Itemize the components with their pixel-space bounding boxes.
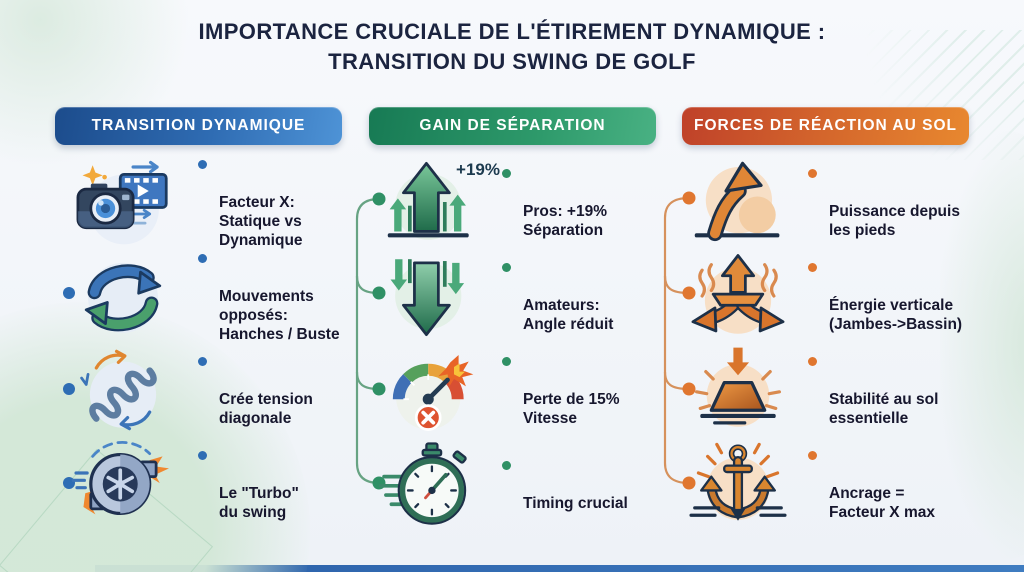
item-text-block: Amateurs: Angle réduit xyxy=(502,258,613,334)
bullet-dot xyxy=(808,169,817,178)
icon-wrap xyxy=(48,438,198,530)
bullet-dot xyxy=(502,460,511,470)
list-item: Stabilité au sol essentielle xyxy=(668,343,998,437)
column-header-gain-de-separation: GAIN DE SÉPARATION xyxy=(369,107,656,145)
item-text-block: Énergie verticale (Jambes->Bassin) xyxy=(808,258,962,334)
item-text-block: Stabilité au sol essentielle xyxy=(808,352,938,428)
speedometer-error-icon xyxy=(392,355,474,431)
bullet-dot xyxy=(808,263,817,272)
icon-wrap xyxy=(668,156,808,248)
column-header-transition-dynamique: TRANSITION DYNAMIQUE xyxy=(55,107,342,145)
decline-arrows-down-icon xyxy=(390,259,465,337)
list-item: Amateurs: Angle réduit xyxy=(360,249,660,343)
icon-wrap xyxy=(360,250,502,342)
bullet-dot xyxy=(198,451,207,460)
bullet-dot xyxy=(502,169,511,178)
item-text-block: Le "Turbo" du swing xyxy=(198,446,299,522)
list-item: Perte de 15% Vitesse xyxy=(360,343,660,437)
icon-wrap xyxy=(668,250,808,342)
item-text: Amateurs: Angle réduit xyxy=(523,297,614,333)
list-item: Facteur X: Statique vs Dynamique xyxy=(48,155,360,249)
icon-wrap xyxy=(48,344,198,436)
icon-wrap xyxy=(48,250,198,342)
icon-wrap: +19% xyxy=(360,156,502,248)
item-text: Puissance depuis les pieds xyxy=(829,203,960,239)
anchor-icon xyxy=(689,442,787,521)
stopwatch-icon xyxy=(379,442,467,525)
column-header-forces-reaction-sol: FORCES DE RÉACTION AU SOL xyxy=(682,107,969,145)
icon-wrap xyxy=(668,438,808,530)
item-text: Mouvements opposés: Hanches / Buste xyxy=(219,287,340,343)
list-item: Crée tension diagonale xyxy=(48,343,360,437)
bullet-dot xyxy=(502,263,511,272)
item-text-block: Pros: +19% Séparation xyxy=(502,164,607,240)
list-item: Mouvements opposés: Hanches / Buste xyxy=(48,249,360,343)
list-item: Ancrage = Facteur X max xyxy=(668,437,998,531)
item-text: Perte de 15% Vitesse xyxy=(523,391,620,427)
stable-platform-icon xyxy=(694,347,782,427)
item-text-block: Mouvements opposés: Hanches / Buste xyxy=(198,249,340,344)
item-text-block: Puissance depuis les pieds xyxy=(808,164,960,240)
bottom-accent-bar xyxy=(95,565,1024,572)
bullet-dot xyxy=(502,357,511,366)
item-text: Facteur X: Statique vs Dynamique xyxy=(219,193,303,249)
item-text: Pros: +19% Séparation xyxy=(523,203,608,239)
bullet-dot xyxy=(198,253,207,263)
bullet-dot xyxy=(808,357,817,366)
column-forces-reaction-sol: Puissance depuis les pieds xyxy=(668,155,998,531)
growth-arrows-up-icon xyxy=(387,161,469,240)
turbo-icon xyxy=(71,441,169,516)
item-text-block: Perte de 15% Vitesse xyxy=(502,352,620,428)
bullet-dot xyxy=(808,451,817,460)
page-title: IMPORTANCE CRUCIALE DE L'ÉTIREMENT DYNAM… xyxy=(198,19,826,74)
splitting-arrows-icon xyxy=(691,254,785,334)
list-item: Puissance depuis les pieds xyxy=(668,155,998,249)
diagonal-spring-icon xyxy=(80,349,157,431)
item-text: Le "Turbo" du swing xyxy=(219,485,299,521)
plus-19-percent-label: +19% xyxy=(456,160,500,179)
item-text-block: Facteur X: Statique vs Dynamique xyxy=(198,155,303,250)
item-text: Ancrage = Facteur X max xyxy=(829,485,935,521)
item-text-block: Ancrage = Facteur X max xyxy=(808,446,935,522)
icon-wrap xyxy=(48,156,198,248)
item-text: Timing crucial xyxy=(523,494,628,512)
item-text-block: Timing crucial xyxy=(502,456,628,513)
icon-wrap xyxy=(360,438,502,530)
camera-filmstrip-icon xyxy=(76,160,168,245)
item-text-block: Crée tension diagonale xyxy=(198,352,313,428)
opposing-rotation-arrows-icon xyxy=(84,262,162,333)
list-item: Timing crucial xyxy=(360,437,660,531)
bullet-dot xyxy=(198,357,207,366)
column-gain-de-separation: +19% Pros: xyxy=(360,155,660,531)
item-text: Crée tension diagonale xyxy=(219,391,313,427)
icon-wrap xyxy=(668,344,808,436)
icon-wrap xyxy=(360,344,502,436)
list-item: Énergie verticale (Jambes->Bassin) xyxy=(668,249,998,343)
item-text: Énergie verticale (Jambes->Bassin) xyxy=(829,297,963,333)
list-item: Le "Turbo" du swing xyxy=(48,437,360,531)
list-item: +19% Pros: xyxy=(360,155,660,249)
bullet-dot xyxy=(198,159,207,169)
item-text: Stabilité au sol essentielle xyxy=(829,391,939,427)
ground-up-arrow-icon xyxy=(694,161,780,242)
column-transition-dynamique: Facteur X: Statique vs Dynamique Mouveme… xyxy=(48,155,360,531)
